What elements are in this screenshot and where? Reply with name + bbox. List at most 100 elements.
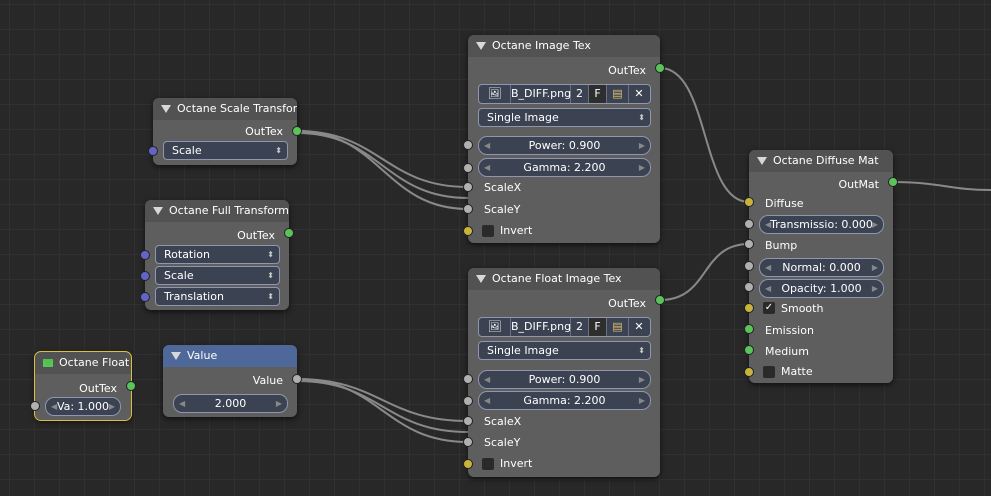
scaley-label: ScaleY [484,203,521,216]
output-label: OutTex [237,229,275,242]
output-socket[interactable] [292,374,302,384]
emission-socket[interactable] [744,324,754,334]
users-count[interactable]: 2 [571,318,589,336]
filename-field[interactable]: B_DIFF.png [511,85,571,103]
medium-socket[interactable] [744,345,754,355]
link-scale-extra [296,132,469,199]
link-scale-to-scalex [296,130,469,188]
smooth-socket[interactable] [744,303,754,313]
opacity-field[interactable]: ◀Opacity: 1.000▶ [759,279,884,298]
filename-field[interactable]: B_DIFF.png [511,318,571,336]
node-header[interactable]: Octane Float [35,352,131,374]
matte-socket[interactable] [744,367,754,377]
scale-dropdown[interactable]: Scale⬍ [163,141,288,160]
image-browse-icon[interactable]: 🖼 [479,318,511,336]
scalex-socket[interactable] [463,182,473,192]
value-field[interactable]: ◀Va: 1.000▶ [45,397,121,416]
invert-socket[interactable] [463,226,473,236]
smooth-checkbox[interactable]: ✓ [763,302,775,314]
normal-socket[interactable] [744,261,754,271]
link-imagetex-to-diffuse [659,67,750,203]
source-dropdown[interactable]: Single Image⬍ [478,341,651,360]
input-socket[interactable] [140,271,150,281]
node-scale-transform[interactable]: Octane Scale Transfor OutTex Scale⬍ [148,98,302,165]
image-browse-icon[interactable]: 🖼 [479,85,511,103]
collapse-triangle-icon[interactable] [153,207,163,215]
node-header[interactable]: Octane Diffuse Mat [749,150,893,172]
output-socket[interactable] [655,63,665,73]
input-socket[interactable] [148,146,158,156]
collapse-triangle-icon[interactable] [476,42,486,50]
node-diffuse-mat[interactable]: Octane Diffuse Mat OutMat Diffuse ◀Trans… [744,150,898,383]
invert-checkbox[interactable] [482,458,494,470]
close-icon[interactable]: ✕ [634,87,644,100]
scalex-label: ScaleX [484,415,522,428]
power-field[interactable]: ◀Power: 0.900▶ [478,370,651,389]
node-title: Octane Float Image Tex [492,272,622,285]
output-socket[interactable] [888,177,898,187]
node-octane-float[interactable]: Octane Float OutTex ◀Va: 1.000▶ [30,351,136,421]
source-dropdown[interactable]: Single Image⬍ [478,108,651,127]
fake-user-button[interactable]: F [589,318,607,336]
rotation-dropdown[interactable]: Rotation⬍ [155,245,280,264]
collapse-triangle-icon[interactable] [757,157,767,165]
matte-checkbox[interactable] [763,366,775,378]
input-socket[interactable] [30,401,40,411]
diffuse-socket[interactable] [744,197,754,207]
translation-dropdown[interactable]: Translation⬍ [155,287,280,306]
transmission-socket[interactable] [744,219,754,229]
node-header[interactable]: Octane Scale Transfor [153,98,297,120]
normal-field[interactable]: ◀Normal: 0.000▶ [759,258,884,277]
scaley-socket[interactable] [463,437,473,447]
open-folder-icon[interactable]: ▤ [607,318,629,336]
gamma-field[interactable]: ◀Gamma: 2.200▶ [478,391,651,410]
node-header[interactable]: Value [163,345,297,367]
value-field[interactable]: ◀2.000▶ [173,394,288,413]
bump-socket[interactable] [744,239,754,249]
node-header[interactable]: Octane Image Tex [468,35,660,57]
output-socket[interactable] [126,381,136,391]
image-file-row[interactable]: 🖼 B_DIFF.png 2 F ▤ ✕ [478,317,651,337]
opacity-socket[interactable] [744,282,754,292]
power-field[interactable]: ◀Power: 0.900▶ [478,136,651,155]
collapse-triangle-icon[interactable] [476,275,486,283]
node-title: Value [187,349,218,362]
collapse-triangle-icon[interactable] [43,359,53,367]
input-socket[interactable] [140,292,150,302]
output-label: OutTex [608,64,646,77]
input-socket[interactable] [140,250,150,260]
collapse-triangle-icon[interactable] [171,352,181,360]
node-header[interactable]: Octane Full Transform [145,200,289,222]
input-socket[interactable] [463,396,473,406]
scale-dropdown[interactable]: Scale⬍ [155,266,280,285]
input-socket[interactable] [463,374,473,384]
bump-label: Bump [765,239,798,252]
node-float-image-tex[interactable]: Octane Float Image Tex OutTex 🖼 B_DIFF.p… [463,268,665,477]
node-image-tex[interactable]: Octane Image Tex OutTex 🖼 B_DIFF.png 2 F… [463,35,665,243]
open-folder-icon[interactable]: ▤ [607,85,629,103]
image-file-row[interactable]: 🖼 B_DIFF.png 2 F ▤ ✕ [478,84,651,104]
link-scale-to-scaley [296,130,469,210]
scalex-socket[interactable] [463,416,473,426]
input-socket[interactable] [463,163,473,173]
invert-socket[interactable] [463,459,473,469]
fake-user-button[interactable]: F [589,85,607,103]
link-value-to-scaley [296,378,469,443]
output-socket[interactable] [284,228,294,238]
output-socket[interactable] [655,295,665,305]
input-socket[interactable] [463,140,473,150]
output-socket[interactable] [292,126,302,136]
scaley-label: ScaleY [484,436,521,449]
diffuse-label: Diffuse [765,197,804,210]
close-icon[interactable]: ✕ [634,320,644,333]
node-full-transform[interactable]: Octane Full Transform OutTex Rotation⬍ S… [140,200,294,310]
node-header[interactable]: Octane Float Image Tex [468,268,660,290]
users-count[interactable]: 2 [571,85,589,103]
link-floattex-to-bump [659,243,750,301]
scaley-socket[interactable] [463,204,473,214]
collapse-triangle-icon[interactable] [161,105,171,113]
node-value[interactable]: Value Value ◀2.000▶ [163,345,302,417]
gamma-field[interactable]: ◀Gamma: 2.200▶ [478,158,651,177]
transmission-field[interactable]: ◀Transmissio: 0.000▶ [759,215,884,234]
invert-checkbox[interactable] [482,225,494,237]
